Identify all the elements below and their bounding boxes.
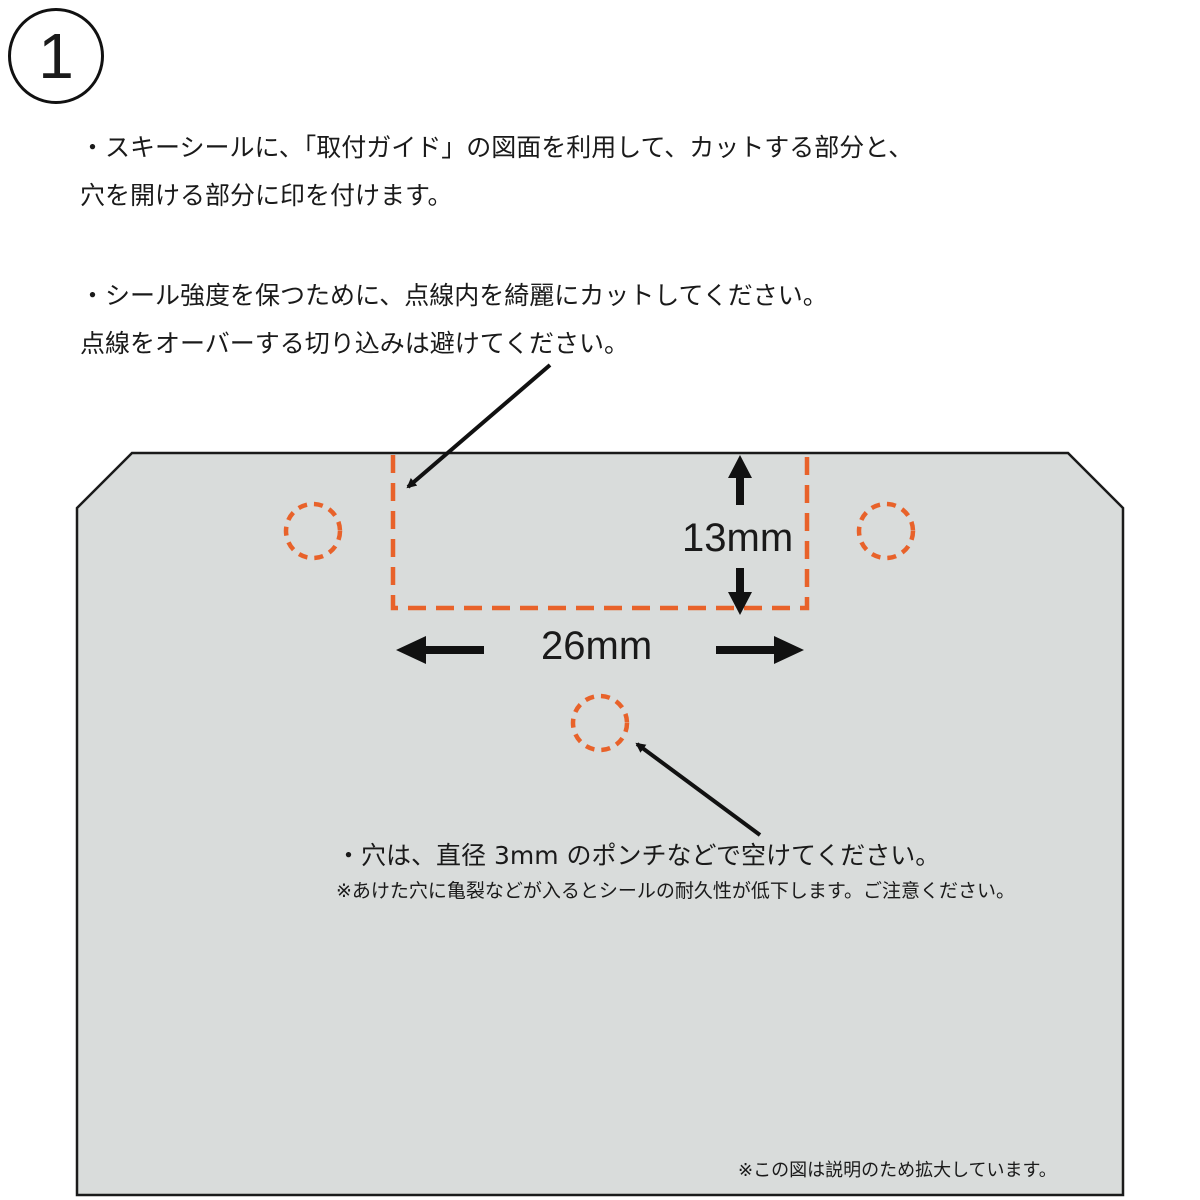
hole-right [856,501,916,561]
hole-warning: ※あけた穴に亀裂などが入るとシールの耐久性が低下します。ご注意ください。 [336,880,1016,902]
instruction-line-3: ・シール強度を保つために、点線内を綺麗にカットしてください。 [80,281,828,310]
pointer-arrow-hole [635,742,762,837]
step-number-badge: 1 [8,8,104,104]
instruction-line-1: ・スキーシールに、「取付ガイド」の図面を利用して、カットする部分と、 [80,133,914,162]
hole-note: ・穴は、直径 3mm のポンチなどで空けてください。 [336,841,941,870]
arrow-right-icon [716,636,804,664]
hole-left [283,501,343,561]
hole-center [570,693,630,753]
instruction-line-4: 点線をオーバーする切り込みは避けてください。 [80,329,630,358]
pointer-arrow-cut [406,363,552,489]
instruction-line-2: 穴を開ける部分に印を付けます。 [80,181,453,210]
arrow-up-icon [728,455,752,505]
width-dimension-label: 26mm [541,624,653,668]
arrow-down-icon [728,568,752,615]
scale-note: ※この図は説明のため拡大しています。 [738,1160,1057,1181]
step-number: 1 [38,20,74,92]
arrow-left-icon [396,636,484,664]
height-dimension-label: 13mm [682,516,794,560]
seal-sheet [75,451,1125,1197]
